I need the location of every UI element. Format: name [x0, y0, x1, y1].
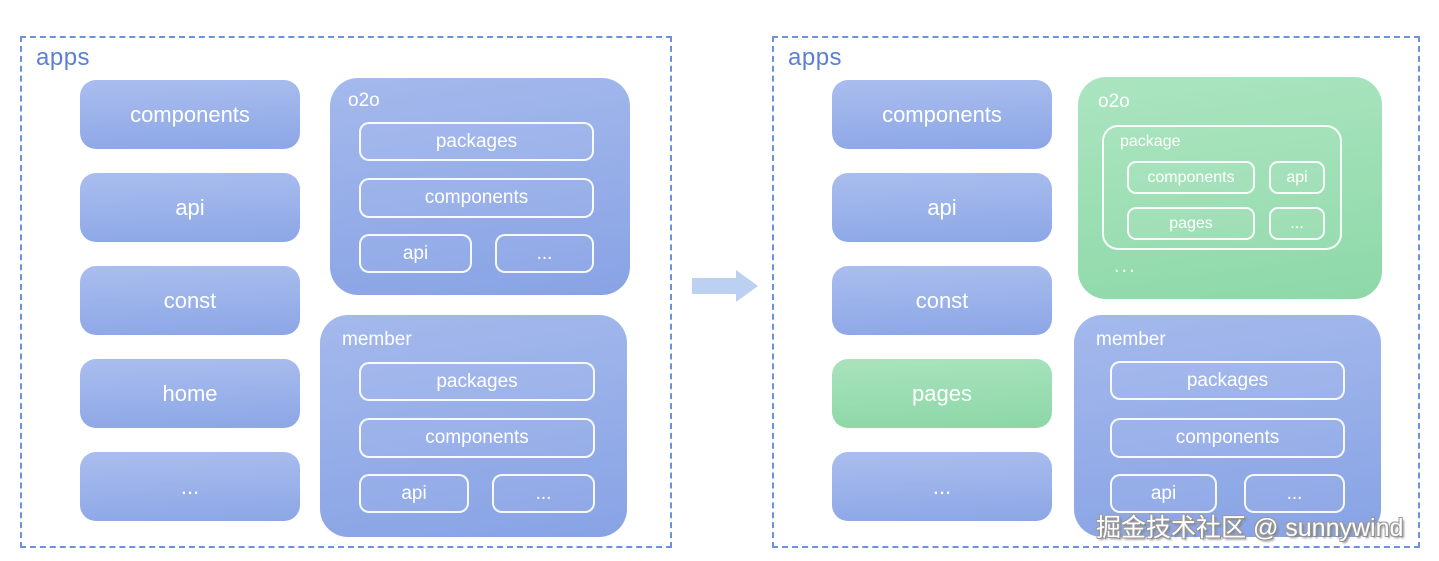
apps-panel-before: apps components api const home ... o2o p… — [20, 36, 672, 548]
inner-box-components: components — [359, 418, 595, 458]
watermark-text: 掘金技术社区 @ sunnywind — [1096, 514, 1404, 542]
apps-panel-after: apps components api const pages ... o2o … — [772, 36, 1420, 548]
inner-box-api: api — [359, 474, 469, 513]
o2o-group-before: o2o packages components api ... — [330, 78, 630, 295]
inner-box-components: components — [1127, 161, 1255, 194]
inner-box-components: components — [1110, 418, 1345, 458]
more-packages-ellipsis: ... — [1114, 255, 1137, 277]
panel-title: apps — [36, 44, 91, 71]
inner-box-packages: packages — [359, 122, 594, 161]
inner-box-ellipsis: ... — [492, 474, 595, 513]
group-title: o2o — [1098, 91, 1130, 112]
inner-box-api: api — [1269, 161, 1325, 194]
box-const: const — [832, 266, 1052, 335]
inner-box-packages: packages — [359, 362, 595, 401]
inner-box-packages: packages — [1110, 361, 1345, 400]
o2o-group-after: o2o package components api pages ... ... — [1078, 77, 1382, 299]
inner-box-ellipsis: ... — [1269, 207, 1325, 240]
box-const: const — [80, 266, 300, 335]
package-title: package — [1120, 133, 1181, 150]
module-column-before: components api const home ... — [80, 80, 300, 521]
transform-arrow-icon — [690, 267, 760, 305]
box-ellipsis: ... — [832, 452, 1052, 521]
box-ellipsis: ... — [80, 452, 300, 521]
member-group-before: member packages components api ... — [320, 315, 627, 537]
inner-box-ellipsis: ... — [1244, 474, 1345, 513]
inner-box-pages: pages — [1127, 207, 1255, 240]
box-api: api — [832, 173, 1052, 242]
module-column-after: components api const pages ... — [832, 80, 1052, 521]
inner-box-components: components — [359, 178, 594, 218]
member-group-after: member packages components api ... — [1074, 315, 1381, 537]
inner-box-ellipsis: ... — [495, 234, 594, 273]
box-components: components — [832, 80, 1052, 149]
group-title: member — [1096, 329, 1166, 350]
group-title: o2o — [348, 90, 380, 111]
box-api: api — [80, 173, 300, 242]
package-container: package components api pages ... — [1102, 125, 1342, 250]
panel-title: apps — [788, 44, 843, 71]
box-pages-highlighted: pages — [832, 359, 1052, 428]
box-home: home — [80, 359, 300, 428]
box-components: components — [80, 80, 300, 149]
inner-box-api: api — [1110, 474, 1217, 513]
inner-box-api: api — [359, 234, 472, 273]
group-title: member — [342, 329, 412, 350]
